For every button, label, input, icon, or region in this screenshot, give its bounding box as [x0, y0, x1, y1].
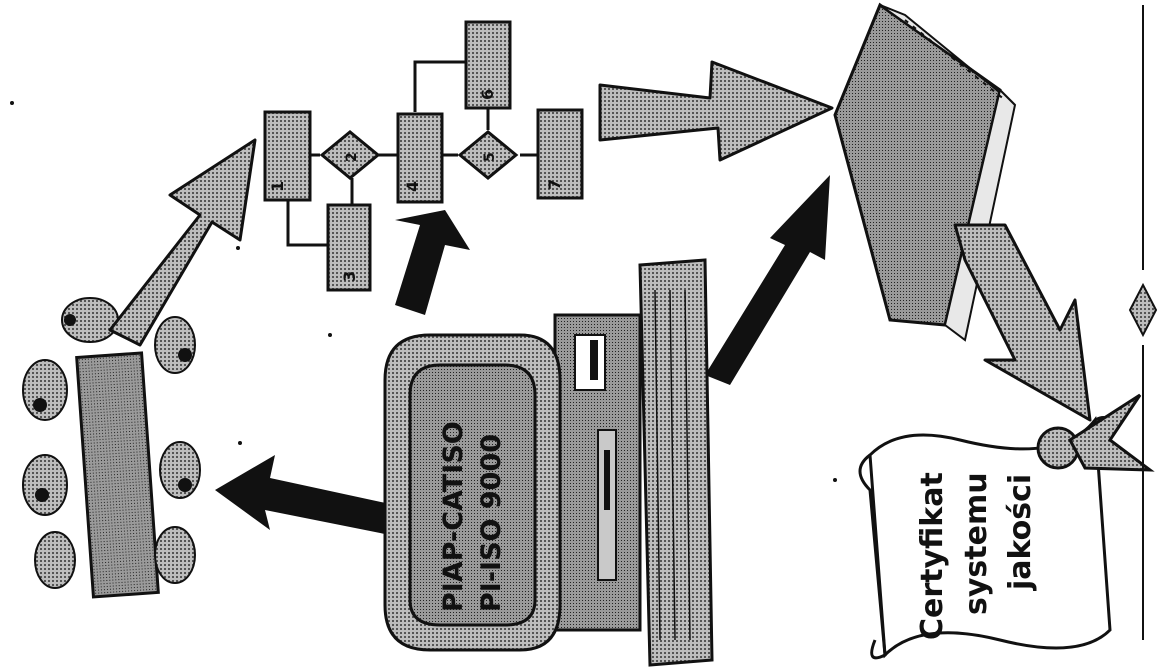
decision-label: 5 — [482, 152, 498, 162]
process-box-6 — [464, 20, 512, 110]
arrow-manual-to-certificate — [953, 223, 1092, 422]
process-label: 1 — [268, 181, 287, 192]
decision-diamond-5 — [457, 130, 519, 180]
process-box-3 — [326, 203, 372, 292]
arrow-flowchart-to-manual — [598, 60, 834, 162]
computer: PIAP-CATISO PI-ISO 9000 — [383, 258, 714, 667]
decision-label: 2 — [344, 152, 360, 162]
ornament-diamond — [1128, 282, 1158, 338]
certificate-line-3: jakości — [1003, 474, 1038, 591]
keyboard — [638, 258, 714, 667]
arrow-meeting-to-flowchart — [108, 138, 257, 347]
certificate-line-1: Certyfikat — [915, 472, 950, 640]
flowchart: 1 3 4 6 7 2 5 — [263, 20, 584, 292]
process-label: 3 — [340, 271, 359, 282]
arrow-computer-to-manual — [705, 175, 830, 385]
process-box-4 — [396, 112, 444, 204]
decision-diamond-2 — [319, 130, 381, 180]
quality-manual-book — [833, 2, 1017, 342]
arrow-computer-to-meeting — [215, 455, 395, 535]
arrow-computer-to-flowchart — [395, 210, 470, 315]
process-box-7 — [536, 108, 584, 200]
right-border-rule — [1128, 5, 1158, 640]
certificate-scroll: Certyfikat systemu jakości — [858, 393, 1155, 660]
certificate-line-2: systemu — [959, 472, 994, 615]
process-label: 6 — [478, 89, 497, 100]
process-label: 4 — [403, 181, 422, 192]
certificate-seal — [1036, 426, 1080, 470]
screen-text-line-2: PI-ISO 9000 — [476, 434, 507, 612]
solid-arrows — [215, 175, 830, 535]
process-label: 7 — [545, 179, 564, 190]
monitor-screen — [408, 363, 537, 627]
meeting-illustration — [22, 297, 201, 599]
screen-text-line-1: PIAP-CATISO — [438, 421, 469, 612]
process-box-1 — [263, 110, 312, 202]
